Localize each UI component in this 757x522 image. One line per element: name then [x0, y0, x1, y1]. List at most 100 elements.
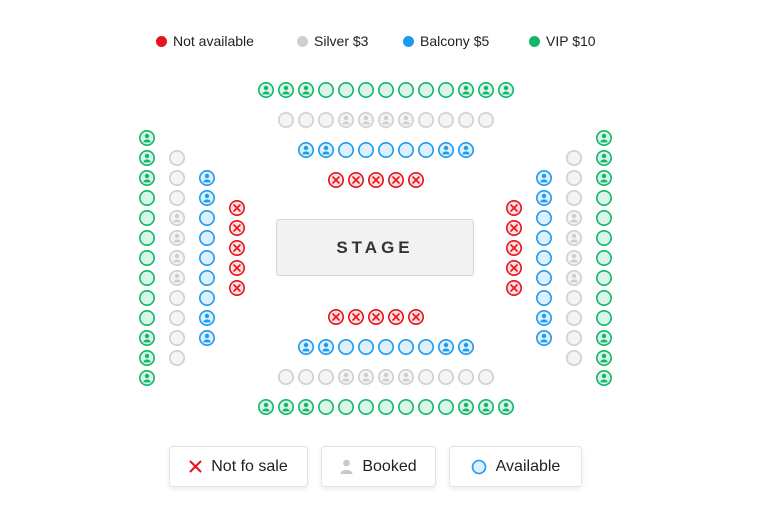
available-seat[interactable]	[139, 250, 156, 267]
available-seat[interactable]	[595, 309, 612, 326]
available-seat[interactable]	[417, 398, 434, 415]
available-seat[interactable]	[317, 82, 334, 99]
available-seat[interactable]	[139, 289, 156, 306]
available-seat[interactable]	[535, 250, 552, 267]
available-seat[interactable]	[139, 230, 156, 247]
available-seat[interactable]	[169, 349, 186, 366]
available-seat[interactable]	[169, 150, 186, 167]
available-seat[interactable]	[397, 398, 414, 415]
available-seat[interactable]	[337, 82, 354, 99]
available-seat[interactable]	[377, 398, 394, 415]
person-icon	[402, 372, 410, 382]
available-seat[interactable]	[199, 269, 216, 286]
available-seat[interactable]	[417, 112, 434, 129]
available-seat[interactable]	[477, 112, 494, 129]
available-seat[interactable]	[199, 289, 216, 306]
available-seat[interactable]	[457, 368, 474, 385]
available-seat[interactable]	[595, 190, 612, 207]
available-seat[interactable]	[139, 190, 156, 207]
available-seat[interactable]	[565, 289, 582, 306]
available-seat[interactable]	[357, 338, 374, 355]
available-seat[interactable]	[565, 150, 582, 167]
legend-label: VIP $10	[546, 33, 596, 49]
booked-seat	[317, 338, 334, 355]
available-seat[interactable]	[317, 368, 334, 385]
person-icon	[302, 85, 310, 95]
available-seat[interactable]	[169, 309, 186, 326]
available-seat[interactable]	[317, 398, 334, 415]
available-seat[interactable]	[199, 250, 216, 267]
available-seat[interactable]	[477, 368, 494, 385]
available-seat[interactable]	[417, 82, 434, 99]
available-seat[interactable]	[535, 210, 552, 227]
person-icon	[442, 145, 450, 155]
available-button[interactable]: Available	[449, 446, 582, 487]
available-seat[interactable]	[417, 338, 434, 355]
available-seat[interactable]	[397, 82, 414, 99]
booked-seat	[357, 112, 374, 129]
seat-section-top-balcony	[297, 142, 474, 159]
available-seat[interactable]	[595, 230, 612, 247]
booked-seat	[377, 112, 394, 129]
stage: STAGE	[276, 219, 474, 276]
available-seat[interactable]	[595, 250, 612, 267]
seat-section-left-silver	[169, 150, 186, 366]
available-seat[interactable]	[437, 112, 454, 129]
available-seat[interactable]	[169, 329, 186, 346]
available-seat[interactable]	[417, 142, 434, 159]
available-seat[interactable]	[377, 338, 394, 355]
person-icon	[600, 353, 608, 363]
available-seat[interactable]	[377, 82, 394, 99]
available-seat[interactable]	[565, 190, 582, 207]
available-seat[interactable]	[437, 398, 454, 415]
available-seat[interactable]	[337, 398, 354, 415]
available-seat[interactable]	[397, 338, 414, 355]
available-seat[interactable]	[437, 82, 454, 99]
available-seat[interactable]	[169, 289, 186, 306]
cross-icon	[233, 244, 241, 252]
person-icon	[540, 333, 548, 343]
available-seat[interactable]	[535, 289, 552, 306]
available-seat[interactable]	[595, 269, 612, 286]
available-seat[interactable]	[565, 329, 582, 346]
booked-seat	[337, 368, 354, 385]
available-seat[interactable]	[199, 210, 216, 227]
booked-button[interactable]: Booked	[321, 446, 436, 487]
available-seat[interactable]	[565, 309, 582, 326]
available-seat[interactable]	[357, 398, 374, 415]
available-seat[interactable]	[437, 368, 454, 385]
available-seat[interactable]	[139, 210, 156, 227]
available-seat[interactable]	[595, 289, 612, 306]
cross-icon	[392, 313, 400, 321]
available-seat[interactable]	[297, 368, 314, 385]
available-seat[interactable]	[317, 112, 334, 129]
available-seat[interactable]	[357, 142, 374, 159]
booked-seat	[565, 250, 582, 267]
available-seat[interactable]	[397, 142, 414, 159]
available-seat[interactable]	[457, 112, 474, 129]
not-for-sale-seat	[367, 308, 384, 325]
available-seat[interactable]	[139, 309, 156, 326]
available-seat[interactable]	[535, 269, 552, 286]
available-seat[interactable]	[139, 269, 156, 286]
available-seat[interactable]	[199, 230, 216, 247]
person-icon	[143, 373, 151, 383]
available-seat[interactable]	[535, 230, 552, 247]
available-seat[interactable]	[297, 112, 314, 129]
available-seat[interactable]	[417, 368, 434, 385]
available-seat[interactable]	[595, 210, 612, 227]
available-seat[interactable]	[565, 349, 582, 366]
available-seat[interactable]	[169, 190, 186, 207]
available-seat[interactable]	[377, 142, 394, 159]
cross-icon	[233, 204, 241, 212]
available-seat[interactable]	[337, 142, 354, 159]
person-icon	[600, 333, 608, 343]
booked-seat	[565, 230, 582, 247]
available-seat[interactable]	[337, 338, 354, 355]
available-seat[interactable]	[277, 368, 294, 385]
available-seat[interactable]	[277, 112, 294, 129]
not-for-sale-button[interactable]: Not fo sale	[169, 446, 308, 487]
available-seat[interactable]	[357, 82, 374, 99]
available-seat[interactable]	[169, 170, 186, 187]
available-seat[interactable]	[565, 170, 582, 187]
